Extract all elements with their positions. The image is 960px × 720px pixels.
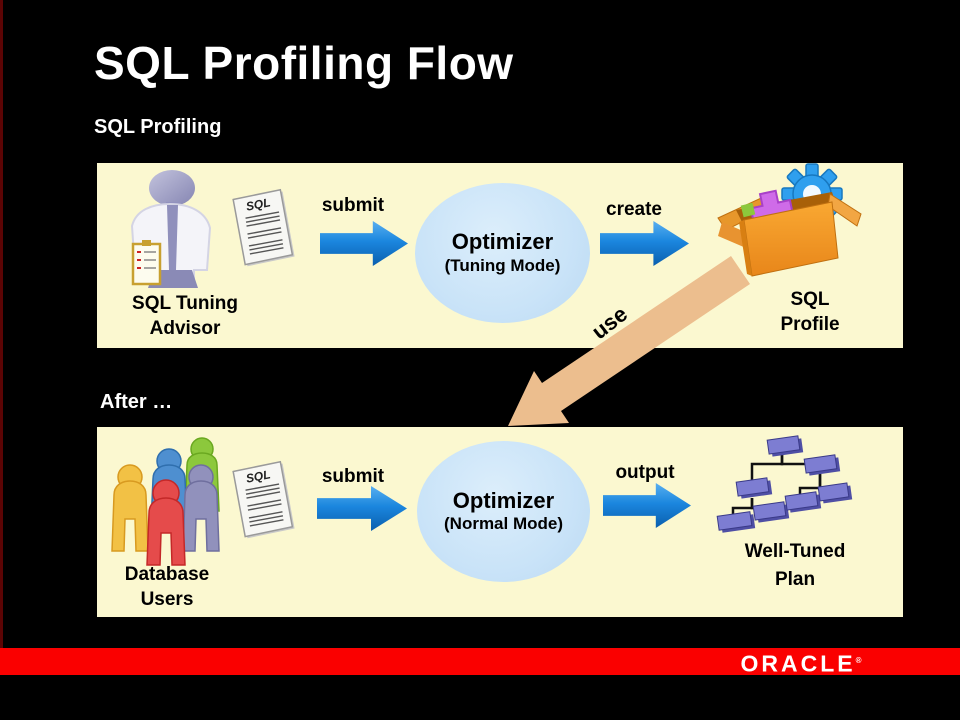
user-yellow [111, 464, 149, 552]
section-label-after: After … [100, 391, 173, 413]
user-red [146, 479, 186, 566]
slide-title: SQL Profiling Flow [94, 37, 514, 89]
sql-statement-document-icon: SQL [232, 460, 295, 539]
document-sql-label: SQL [245, 195, 272, 213]
left-edge-accent [0, 0, 3, 648]
actor-label-sql-tuning-advisor: SQL Tuning Advisor [132, 293, 238, 340]
section-label-sql-profiling: SQL Profiling [94, 116, 222, 138]
submit-arrow-label-top: submit [321, 195, 385, 216]
use-arrow [508, 256, 750, 426]
submit-arrow-label-bottom: submit [321, 466, 385, 487]
oracle-logo: ORACLE® [716, 648, 886, 677]
optimizer-title-bottom: Optimizer [452, 487, 555, 513]
execution-plan-tree-icon [716, 435, 853, 533]
optimizer-title-top: Optimizer [451, 229, 554, 255]
optimizer-tuning-mode-ellipse: Optimizer (Tuning Mode) [415, 183, 590, 323]
user-purple [182, 464, 220, 552]
registered-mark: ® [855, 656, 862, 665]
artifact-label-sql-profile: SQL Profile [780, 289, 840, 336]
create-arrow-label: create [606, 199, 662, 220]
actor-label-database-users: Database Users [124, 564, 210, 611]
artifact-label-well-tuned-plan: Well-Tuned Plan [744, 541, 846, 590]
document-sql-label: SQL [245, 467, 272, 485]
footer-red-band [0, 648, 960, 675]
output-arrow-label: output [615, 462, 675, 483]
oracle-logo-text: ORACLE [740, 650, 856, 677]
optimizer-normal-mode-ellipse: Optimizer (Normal Mode) [417, 441, 590, 582]
clipboard-icon [131, 240, 162, 286]
open-box-with-gear-icon [717, 163, 862, 277]
optimizer-mode-top: (Tuning Mode) [444, 255, 561, 275]
database-users-group-icon [111, 437, 220, 566]
sql-statement-document-icon: SQL [232, 188, 295, 267]
optimizer-mode-bottom: (Normal Mode) [444, 514, 563, 534]
sql-tuning-advisor-person-icon [130, 170, 212, 288]
